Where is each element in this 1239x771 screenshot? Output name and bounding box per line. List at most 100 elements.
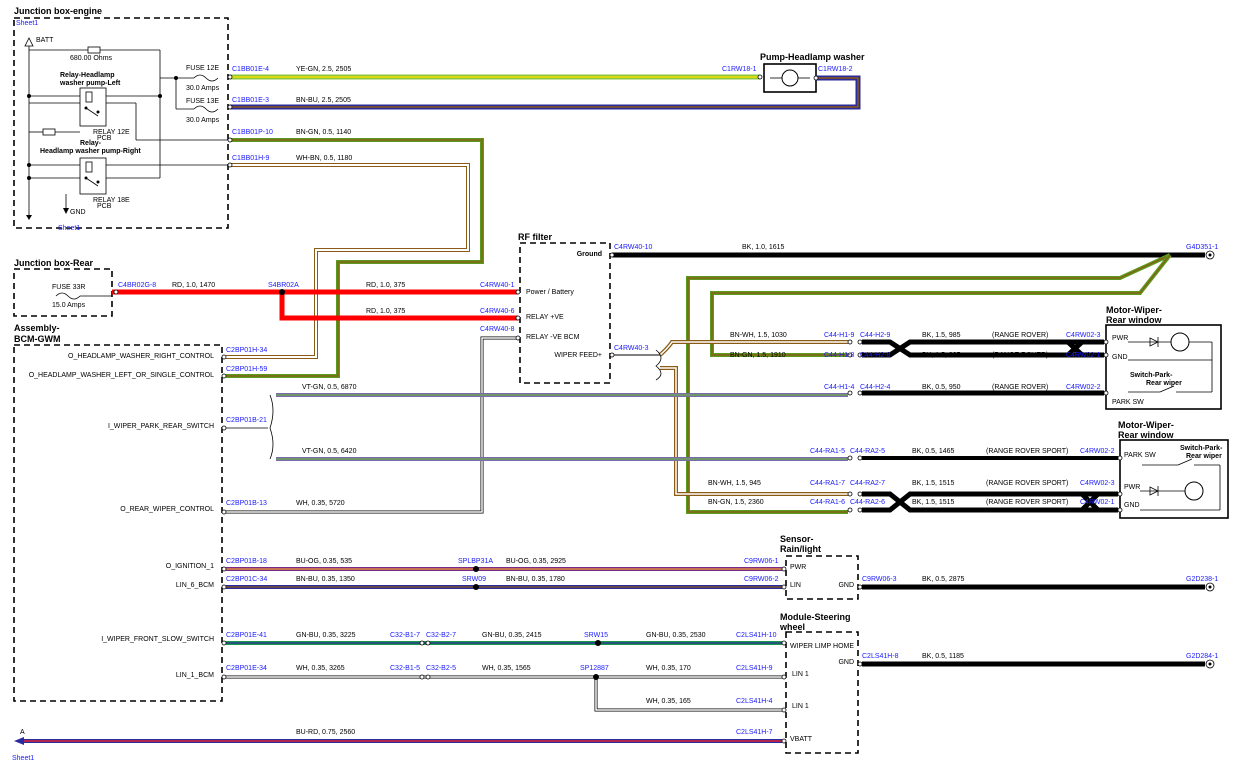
conn-c1bb01h-9: C1BB01H-9 (232, 155, 269, 162)
resistor-right-icon (42, 128, 56, 136)
bcm-pin-front-slow: I_WIPER_FRONT_SLOW_SWITCH (101, 636, 214, 643)
bcm-pin-ignition: O_IGNITION_1 (166, 563, 214, 570)
bottom-sheet-letter: A (20, 729, 25, 736)
wire-bn-bu[interactable] (230, 75, 861, 110)
rf-pin-relay-ve: RELAY +VE (526, 314, 564, 321)
conn-c2bp01b-18: C2BP01B-18 (226, 558, 267, 565)
wire-label-wh-3265: WH, 0.35, 3265 (296, 665, 345, 672)
note-rs-b: (RANGE ROVER SPORT) (986, 480, 1068, 487)
motor-rs-icon (1184, 481, 1204, 501)
jb-rear-fuse: FUSE 33R (52, 284, 85, 291)
wire-label-gn-bu-3225: GN-BU, 0.35, 3225 (296, 632, 356, 639)
conn-c9rw06-2: C9RW06-2 (744, 576, 779, 583)
steering-title-1: Module-Steering (780, 612, 851, 622)
wire-label-bn-gn-2360: BN-GN, 1.5, 2360 (708, 499, 764, 506)
conn-c2ls41h-8: C2LS41H-8 (862, 653, 899, 660)
fuse-33r-icon (55, 292, 81, 300)
conn-c1rw18-2: C1RW18-2 (818, 66, 853, 73)
steering-pin-limp: WIPER LIMP HOME (790, 643, 854, 650)
wire-gn-bu[interactable] (226, 640, 782, 646)
wire-bk-motor-rr[interactable] (862, 339, 1104, 396)
wire-label-gn-bu-2415: GN-BU, 0.35, 2415 (482, 632, 542, 639)
resistor-value: 680.00 Ohms (70, 55, 113, 62)
assembly-bcm-gwm: Assembly- BCM-GWM O_HEADLAMP_WASHER_RIGH… (13, 323, 223, 702)
motor-rr-park: PARK SW (1112, 399, 1144, 406)
battery-icon (24, 37, 34, 47)
steering-pin-vbatt: VBATT (790, 736, 813, 743)
motor-wiper-rear-range-rover-sport: Motor-Wiper- Rear window PARK SW PWR GND… (1118, 420, 1229, 519)
bcm-pin-headlamp-right: O_HEADLAMP_WASHER_RIGHT_CONTROL (68, 353, 214, 360)
relay-left-label-1: Relay-Headlamp (60, 72, 114, 79)
wire-label-bn-wh-1030: BN-WH, 1.5, 1030 (730, 332, 787, 339)
motor-rr-title-1: Motor-Wiper- (1106, 305, 1162, 315)
bcm-title-2: BCM-GWM (14, 334, 61, 344)
conn-c1bb01e-4: C1BB01E-4 (232, 66, 269, 73)
wire-bk-motor-rs[interactable] (862, 456, 1118, 513)
wire-bu-og[interactable] (226, 566, 782, 572)
ground-g2d284: G2D284-1 (1186, 653, 1218, 660)
conn-c2ls41h-9: C2LS41H-9 (736, 665, 773, 672)
rf-pin-ground: Ground (577, 251, 602, 258)
conn-c4br02g-8: C4BR02G-8 (118, 282, 156, 289)
wire-bn-bu-lin[interactable] (226, 584, 782, 590)
conn-c4rw02-3-rr: C4RW02-3 (1066, 332, 1101, 339)
conn-c32-b2-7: C32-B2-7 (426, 632, 456, 639)
relay-12e-label: RELAY 12E (93, 129, 130, 136)
gnd-label: GND (70, 209, 86, 216)
bcm-pin-wiper-park: I_WIPER_PARK_REAR_SWITCH (108, 423, 214, 430)
sensor-pin-lin: LIN (790, 582, 801, 589)
conn-c44-ra1-7: C44-RA1-7 (810, 480, 845, 487)
wire-label-bk-950: BK, 0.5, 950 (922, 384, 961, 391)
wire-label-gn-bu-2530: GN-BU, 0.35, 2530 (646, 632, 706, 639)
wire-label-bk-1185: BK, 0.5, 1185 (922, 653, 964, 660)
wire-labels: C1BB01E-4 YE-GN, 2.5, 2505 C1RW18-1 C1BB… (118, 66, 1218, 736)
conn-c4rw40-3: C4RW40-3 (614, 345, 649, 352)
wire-label-bn-wh-945: BN-WH, 1.5, 945 (708, 480, 761, 487)
bcm-pin-headlamp-left: O_HEADLAMP_WASHER_LEFT_OR_SINGLE_CONTROL (29, 372, 214, 379)
wire-label-bk-1515a: BK, 1.5, 1515 (912, 480, 955, 487)
motor-rr-pwr: PWR (1112, 335, 1128, 342)
wire-bu-rd[interactable] (14, 737, 782, 745)
conn-c2ls41h-10: C2LS41H-10 (736, 632, 777, 639)
rf-filter-title: RF filter (518, 232, 552, 242)
ground-arrow-icon (26, 215, 32, 220)
wire-label-bk-985a: BK, 1.5, 985 (922, 332, 961, 339)
relay-right-coil-icon (85, 161, 93, 173)
conn-c44-h2-4: C44-H2-4 (860, 384, 890, 391)
motor-rs-park: PARK SW (1124, 452, 1156, 459)
sensor-title-2: Rain/light (780, 544, 821, 554)
wire-label-rd-375b: RD, 1.0, 375 (366, 308, 405, 315)
conn-c44-h1-4: C44-H1-4 (824, 384, 854, 391)
bcm-pin-lin1: LIN_1_BCM (176, 672, 214, 679)
relay-right-box (79, 157, 107, 195)
motor-rs-title-2: Rear window (1118, 430, 1175, 440)
wire-wh-lin1[interactable] (226, 674, 782, 712)
wire-label-vt-gn-6870: VT-GN, 0.5, 6870 (302, 384, 357, 391)
wire-rd[interactable] (112, 289, 518, 321)
relay-left-label-2: washer pump-Left (59, 80, 121, 87)
motor-rs-title-1: Motor-Wiper- (1118, 420, 1174, 430)
ground-symbols (1205, 250, 1215, 669)
connector-pins (113, 74, 1123, 744)
wire-label-rd-375a: RD, 1.0, 375 (366, 282, 405, 289)
wire-label-bk-1465: BK, 0.5, 1465 (912, 448, 955, 455)
wire-wh-bn-1180[interactable] (226, 163, 470, 359)
conn-c4rw40-10: C4RW40-10 (614, 244, 652, 251)
steering-pin-gnd: GND (838, 659, 854, 666)
conn-c44-ra2-6: C44-RA2-6 (850, 499, 885, 506)
relay-left-coil-icon (85, 91, 93, 103)
conn-c9rw06-3: C9RW06-3 (862, 576, 897, 583)
wire-bn-gn-1140[interactable] (226, 138, 484, 378)
conn-c32-b2-5: C32-B2-5 (426, 665, 456, 672)
wire-wiper-feed[interactable] (612, 340, 848, 496)
fuse-12e-label: FUSE 12E (186, 65, 219, 72)
conn-c2bp01h-59: C2BP01H-59 (226, 366, 267, 373)
wire-ground-bundle[interactable] (686, 253, 1172, 514)
wire-wh-5720[interactable] (226, 336, 518, 514)
fuse-13e-icon (193, 105, 219, 113)
note-rr-a: (RANGE ROVER) (992, 332, 1048, 339)
jb-engine-sheet-bottom: Sheet1 (58, 225, 80, 232)
rf-filter: RF filter Ground Power / Battery RELAY +… (518, 232, 611, 384)
wire-vt-gn[interactable] (226, 393, 848, 461)
